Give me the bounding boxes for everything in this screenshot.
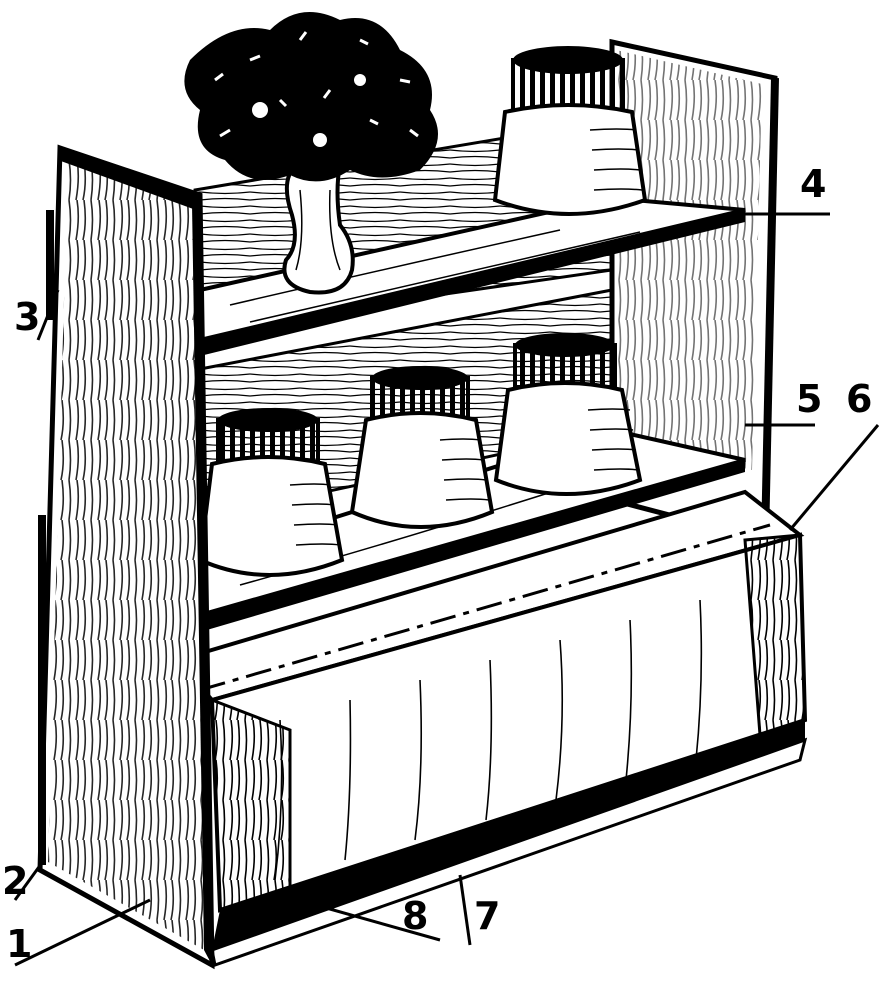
callout-label-3: 3 <box>14 295 41 339</box>
top-shelf <box>198 195 746 356</box>
jar-top <box>492 46 648 216</box>
callout-label-4: 4 <box>800 162 827 206</box>
lower-box <box>174 489 808 967</box>
callout-label-7: 7 <box>474 894 501 938</box>
callout-label-6: 6 <box>846 377 873 421</box>
jar-middle-center <box>349 366 495 529</box>
flower-vase <box>282 163 355 295</box>
callout-label-2: 2 <box>2 859 29 903</box>
jar-middle-right <box>493 333 643 496</box>
callout-label-5: 5 <box>796 377 823 421</box>
jar-middle-left <box>197 408 345 577</box>
callout-label-1: 1 <box>6 922 33 966</box>
callout-label-8: 8 <box>402 894 429 938</box>
flowers <box>184 12 438 182</box>
left-side-panel <box>37 144 215 970</box>
leader-lines <box>13 212 880 967</box>
right-side-panel <box>609 38 779 544</box>
edge-strip <box>38 210 54 865</box>
